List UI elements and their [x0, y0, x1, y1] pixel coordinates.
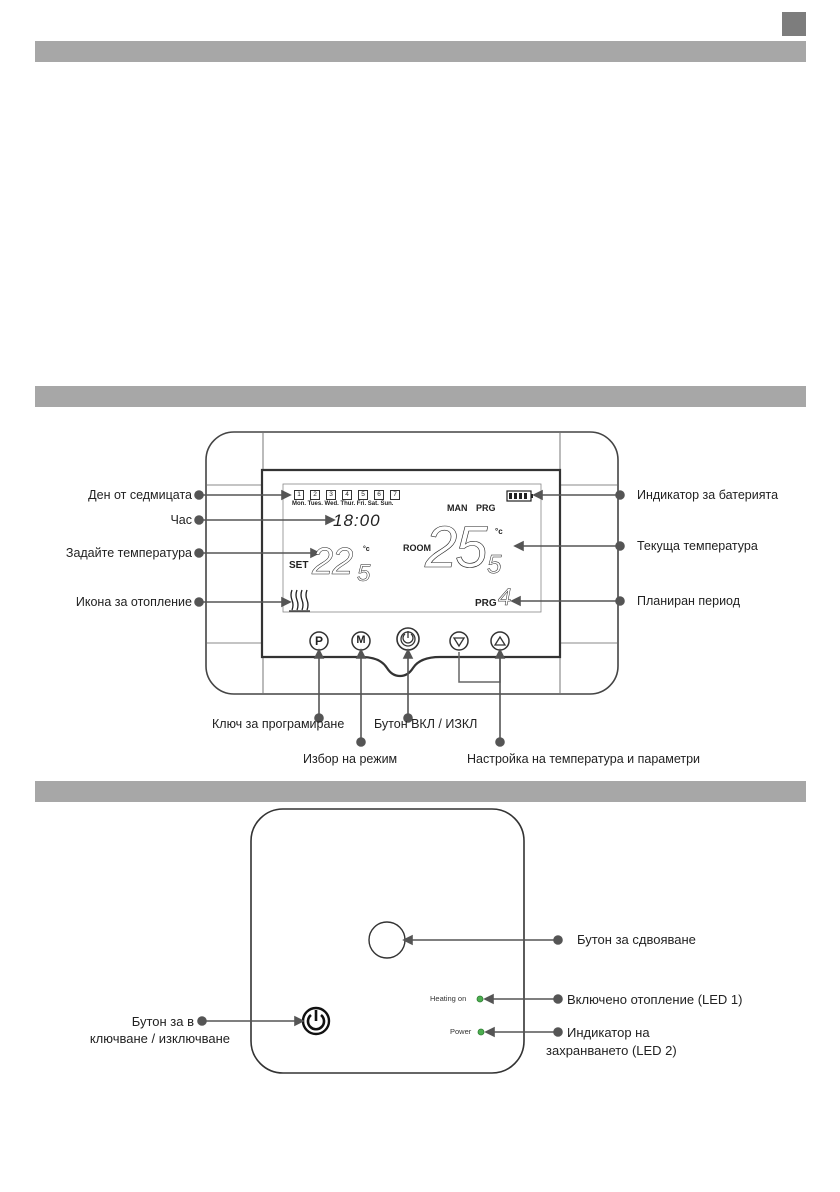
label-on-off: Бутон ВКЛ / ИЗКЛ: [374, 717, 478, 731]
lcd-set: SET: [289, 560, 309, 571]
weekday-names: Mon. Tues. Wed. Thur. Fri. Sat. Sun.: [292, 501, 394, 507]
power-button[interactable]: [396, 627, 420, 651]
lcd-prg-bottom: PRG: [475, 598, 497, 609]
day-num-6: 6: [374, 490, 384, 500]
up-button[interactable]: [490, 631, 510, 651]
heating-icon: [289, 589, 310, 612]
label-led2-line1: Индикатор на: [567, 1025, 650, 1040]
section-bar-2: [35, 386, 806, 407]
lcd-time: 18:00: [333, 511, 381, 530]
label-power-button-line1: Бутон за в: [131, 1014, 194, 1029]
label-led2-line2: захранването (LED 2): [546, 1043, 677, 1058]
program-button[interactable]: P: [314, 634, 323, 648]
day-num-5: 5: [358, 490, 368, 500]
lcd-prg-top: PRG: [476, 503, 496, 513]
lcd-room-deg: °c: [495, 527, 503, 536]
section-bar-1: [35, 41, 806, 62]
power-led-text: Power: [450, 1027, 472, 1036]
day-num-3: 3: [326, 490, 336, 500]
receiver-diagram: [197, 808, 563, 1074]
label-weekday: Ден от седмицата: [88, 488, 192, 502]
label-power-button-line2: ключване / изключване: [89, 1031, 230, 1046]
day-num-4: 4: [342, 490, 352, 500]
label-pair-button: Бутон за сдвояване: [577, 932, 696, 947]
label-battery: Индикатор за батерията: [637, 488, 779, 502]
day-num-1: 1: [294, 490, 304, 500]
receiver-power-button[interactable]: [302, 1007, 330, 1035]
lcd-room-temp: 25: [425, 515, 488, 581]
heating-on-led-text: Heating on: [430, 994, 467, 1003]
lcd-set-deg: °c: [363, 546, 370, 553]
label-heating-icon: Икона за отопление: [75, 595, 192, 609]
lcd-man: MAN: [447, 503, 468, 513]
label-led1: Включено отопление (LED 1): [567, 992, 743, 1007]
day-num-2: 2: [310, 490, 320, 500]
lcd-room-temp-decimal: 5: [487, 549, 502, 580]
lcd-set-temp: 22: [312, 541, 354, 584]
mode-button[interactable]: M: [356, 634, 366, 646]
label-program-key: Ключ за програмиране: [212, 717, 345, 731]
lcd-room: ROOM: [403, 543, 431, 553]
battery-icon: [506, 490, 533, 502]
page-corner-marker: [782, 12, 806, 36]
pair-button[interactable]: [369, 922, 405, 958]
label-adjust: Настройка на температура и параметри: [467, 752, 701, 766]
label-hour: Час: [170, 513, 192, 527]
down-button[interactable]: [449, 631, 469, 651]
day-num-7: 7: [390, 490, 400, 500]
label-current-temperature: Текуща температура: [637, 539, 758, 553]
label-mode: Избор на режим: [303, 752, 398, 766]
label-planned-period: Планиран период: [637, 594, 741, 608]
lcd-period: 4: [498, 584, 512, 612]
section-bar-3: [35, 781, 806, 802]
label-set-temperature: Задайте температура: [65, 546, 192, 560]
thermostat-diagram: [194, 431, 625, 747]
lcd-set-temp-decimal: 5: [357, 560, 371, 588]
